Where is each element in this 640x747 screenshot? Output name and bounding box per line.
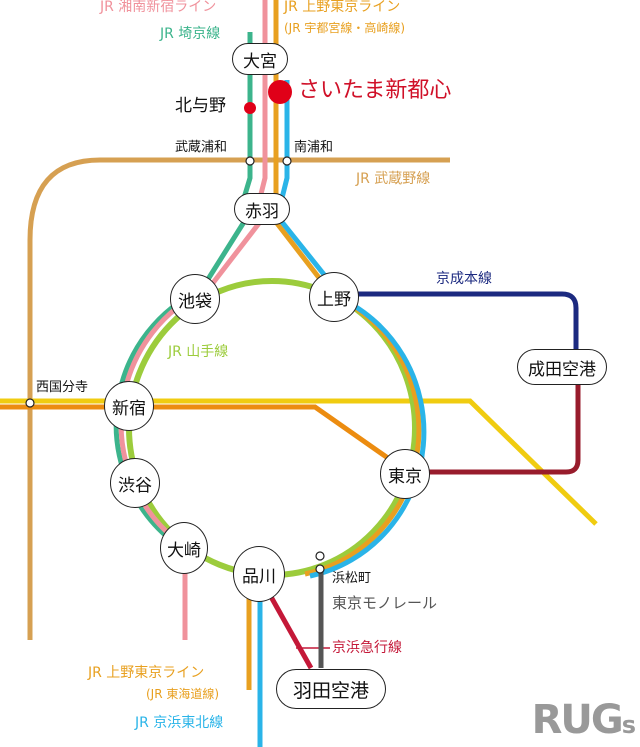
hamamatsucho-dot — [315, 564, 325, 574]
station-akabane[interactable]: 赤羽 — [234, 193, 290, 225]
station-minami-urawa: 南浦和 — [294, 140, 334, 155]
station-shibuya-label: 渋谷 — [118, 475, 152, 496]
label-saikyo: JR 埼京線 — [160, 26, 221, 42]
keisei-line — [340, 291, 579, 350]
label-yamanote: JR 山手線 — [168, 344, 229, 360]
label-shonan-shinjuku: JR 湘南新宿ライン — [100, 0, 217, 15]
station-omiya[interactable]: 大宮 — [232, 43, 288, 75]
station-ueno-label: 上野 — [317, 289, 351, 310]
station-nishi-kokubunji: 西国分寺 — [36, 380, 89, 395]
label-ueno-tokyo-bottom: JR 上野東京ライン — [88, 665, 205, 681]
station-shinjuku[interactable]: 新宿 — [104, 381, 154, 431]
label-ueno-tokyo-bottom-sub: (JR 東海道線) — [146, 687, 220, 701]
label-monorail: 東京モノレール — [332, 594, 438, 612]
station-akabane-label: 赤羽 — [245, 201, 279, 222]
label-ueno-tokyo-top: JR 上野東京ライン — [284, 0, 401, 15]
ring-junction-dot — [315, 551, 325, 561]
sobu-line — [0, 398, 598, 526]
station-narita[interactable]: 成田空港 — [517, 349, 607, 385]
label-keisei: 京成本線 — [436, 271, 492, 287]
station-narita-label: 成田空港 — [528, 359, 596, 380]
station-ikebukuro[interactable]: 池袋 — [170, 274, 220, 324]
logo-suffix: s — [621, 711, 636, 739]
ueno-tokyo-ring-segment — [304, 291, 422, 577]
station-ueno[interactable]: 上野 — [309, 272, 359, 322]
station-osaki[interactable]: 大崎 — [160, 522, 208, 574]
station-shinagawa-label: 品川 — [242, 566, 276, 587]
station-musashi-urawa: 武蔵浦和 — [175, 140, 228, 155]
minami-urawa-dot — [282, 156, 292, 166]
keihin-tohoku-ring-segment — [309, 293, 427, 579]
station-kitayono: 北与野 — [175, 96, 226, 116]
station-hamamatsucho: 浜松町 — [332, 571, 372, 586]
musashino-line — [27, 157, 450, 640]
station-ikebukuro-label: 池袋 — [178, 291, 212, 312]
label-musashino: JR 武蔵野線 — [356, 171, 431, 187]
musashi-urawa-dot — [245, 156, 255, 166]
station-shinagawa[interactable]: 品川 — [233, 546, 285, 602]
station-saitama-shintoshin: さいたま新都心 — [298, 78, 452, 103]
saitama-shintoshin-dot — [268, 80, 292, 104]
kitayono-dot — [244, 102, 256, 114]
keihin-tohoku-line — [279, 80, 340, 294]
station-tokyo[interactable]: 東京 — [380, 449, 430, 499]
station-tokyo-label: 東京 — [388, 466, 422, 487]
station-omiya-label: 大宮 — [243, 51, 277, 72]
label-ueno-tokyo-top-sub: (JR 宇都宮線・高崎線) — [284, 21, 406, 35]
label-keihin-tohoku: JR 京浜東北線 — [135, 715, 224, 731]
station-shibuya[interactable]: 渋谷 — [110, 458, 160, 508]
keikyu-line — [267, 593, 314, 670]
station-haneda[interactable]: 羽田空港 — [276, 669, 387, 709]
narita-tokyo-line — [405, 385, 581, 475]
station-osaki-label: 大崎 — [167, 540, 201, 561]
logo-main: RUG — [531, 697, 624, 743]
nishi-kokubunji-dot — [25, 398, 35, 408]
station-haneda-label: 羽田空港 — [293, 679, 370, 702]
chuo-line — [0, 404, 407, 473]
station-shinjuku-label: 新宿 — [112, 398, 146, 419]
rugs-logo: RUGs — [531, 697, 636, 743]
label-keikyu: 京浜急行線 — [332, 640, 402, 656]
